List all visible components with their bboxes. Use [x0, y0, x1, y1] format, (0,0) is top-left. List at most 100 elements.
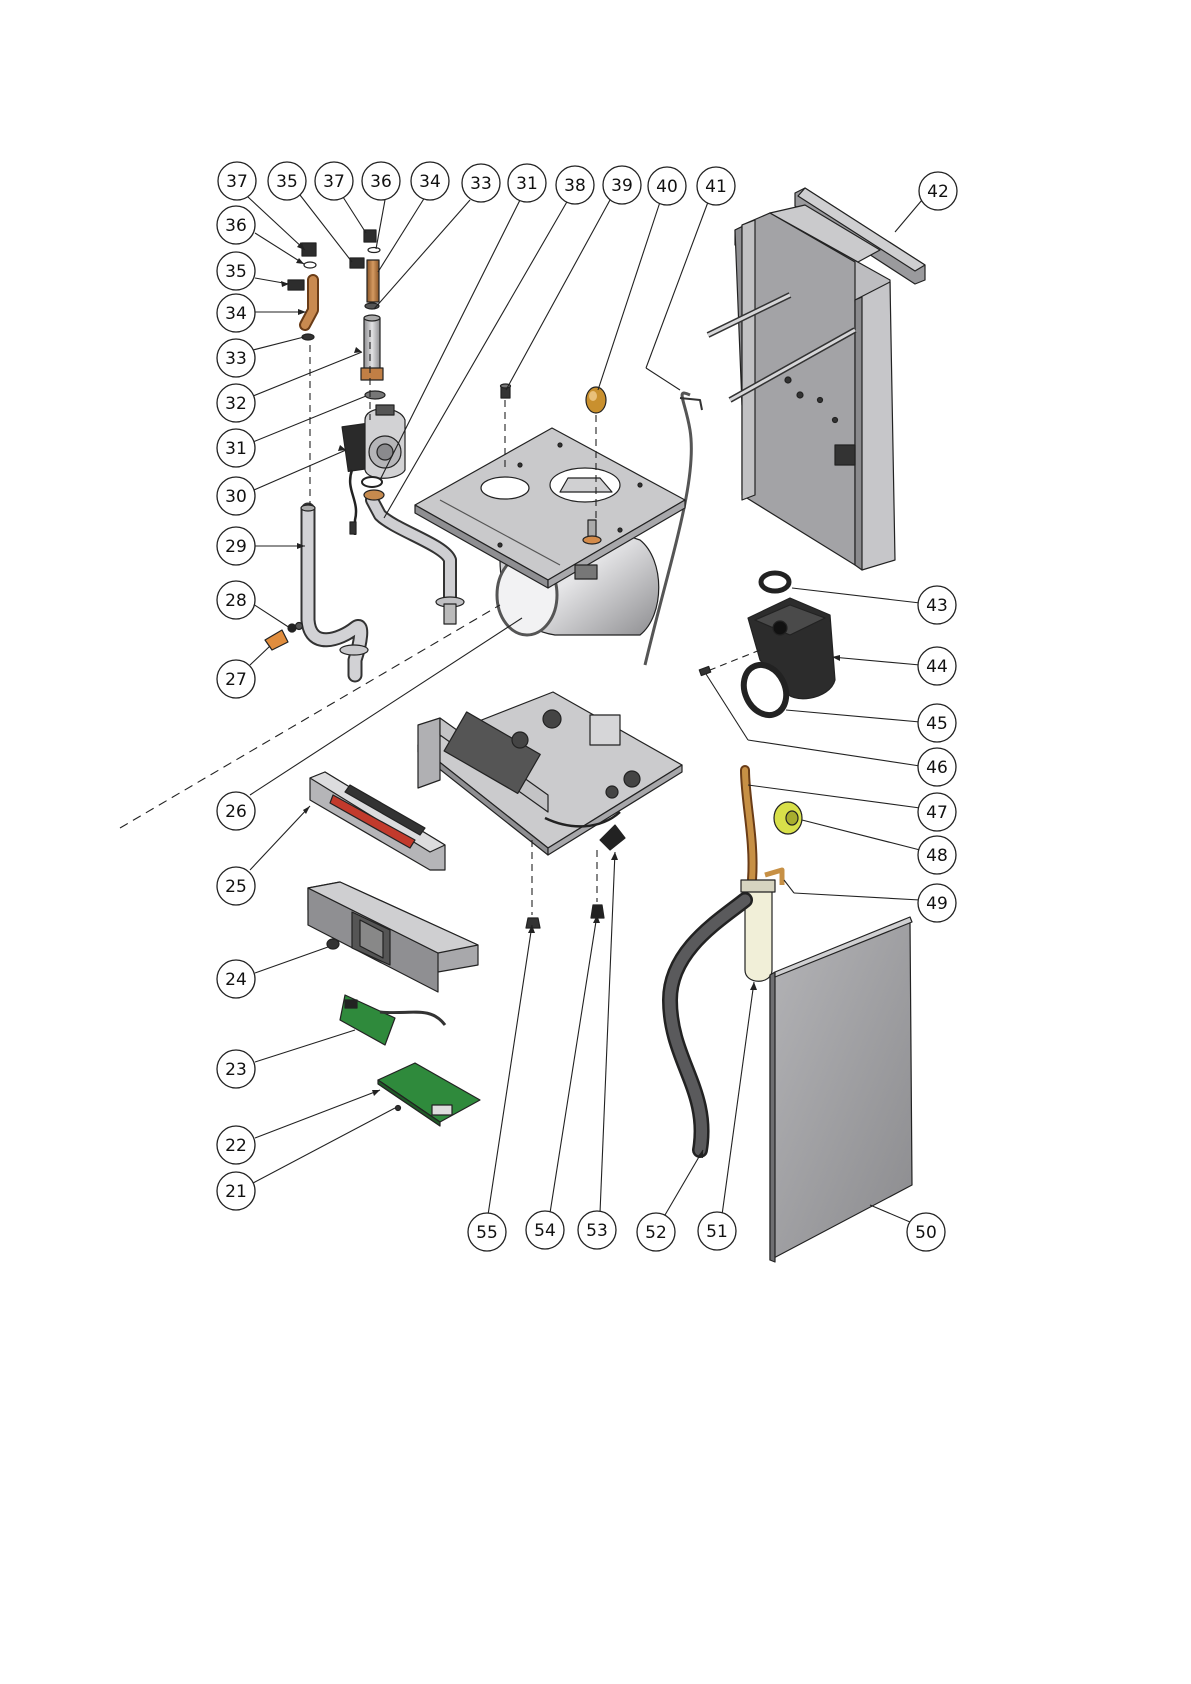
condensate-pipe-part-47 [745, 770, 753, 880]
callout-number: 46 [926, 758, 948, 778]
callout-number: 42 [927, 182, 949, 202]
callout-49: 49 [918, 884, 956, 922]
base-plate-part [418, 692, 682, 855]
callout-48: 48 [918, 836, 956, 874]
callout-40: 40 [648, 167, 686, 205]
callout-24: 24 [217, 960, 255, 998]
callout-number: 25 [225, 877, 247, 897]
callout-number: 36 [370, 172, 392, 192]
callout-28: 28 [217, 581, 255, 619]
fitting-stack-right [350, 230, 380, 309]
plug-part-39 [501, 384, 511, 398]
callout-number: 30 [225, 487, 247, 507]
callout-number: 37 [323, 172, 345, 192]
callout-36: 36 [217, 206, 255, 244]
callout-number: 32 [225, 394, 247, 414]
leader-27 [250, 646, 270, 665]
callout-37b: 37 [315, 162, 353, 200]
leader-40 [598, 202, 660, 390]
pump-pipe-part-32 [361, 315, 383, 380]
hose-part-52 [670, 900, 745, 1150]
gasket-part-31 [365, 391, 385, 399]
callout-43: 43 [918, 586, 956, 624]
leader-45 [786, 710, 920, 722]
leader-51 [722, 982, 754, 1215]
arrowhead [372, 1090, 380, 1096]
callout-29: 29 [217, 527, 255, 565]
callout-52: 52 [637, 1213, 675, 1251]
callout-number: 34 [225, 304, 247, 324]
fan-assembly-part-44 [699, 573, 835, 722]
fitting-stack-left [288, 243, 316, 340]
leader-23 [255, 1030, 355, 1062]
callout-number: 44 [926, 657, 948, 677]
plug-part-54 [591, 905, 604, 918]
trap-cap-part-48 [774, 802, 802, 834]
callout-number: 36 [225, 216, 247, 236]
callout-number: 43 [926, 596, 948, 616]
leader-42 [895, 200, 922, 232]
callout-number: 22 [225, 1136, 247, 1156]
callout-27: 27 [217, 660, 255, 698]
callout-44: 44 [918, 647, 956, 685]
callout-number: 51 [706, 1222, 728, 1242]
callout-32: 32 [217, 384, 255, 422]
callout-number: 48 [926, 846, 948, 866]
callout-39: 39 [603, 166, 641, 204]
leader-46 [748, 740, 920, 766]
callout-53: 53 [578, 1211, 616, 1249]
pcb-small-part-23 [340, 995, 445, 1045]
leader-32 [253, 352, 362, 396]
callout-number: 50 [915, 1223, 937, 1243]
leader-39 [506, 200, 610, 390]
callout-25: 25 [217, 867, 255, 905]
arrowhead [611, 852, 618, 860]
callout-34b: 34 [411, 162, 449, 200]
callout-33b: 33 [462, 164, 500, 202]
leader-31b [380, 200, 520, 480]
leader-54 [550, 915, 597, 1213]
callout-number: 35 [276, 172, 298, 192]
leader-36b [376, 200, 385, 249]
callout-22: 22 [217, 1126, 255, 1164]
callout-31b: 31 [508, 164, 546, 202]
leader-49 [794, 893, 920, 900]
side-panel-part-50 [770, 917, 912, 1262]
leader-33 [253, 337, 304, 350]
callout-number: 45 [926, 714, 948, 734]
back-frame-part-42 [708, 188, 925, 570]
callout-number: 39 [611, 176, 633, 196]
callout-number: 23 [225, 1060, 247, 1080]
callout-number: 34 [419, 172, 441, 192]
leader-37 [248, 197, 305, 250]
leader-28 [253, 604, 290, 628]
sight-glass-part-40 [586, 387, 606, 413]
callout-26: 26 [217, 792, 255, 830]
callout-45: 45 [918, 704, 956, 742]
callout-number: 33 [470, 174, 492, 194]
callout-number: 35 [225, 262, 247, 282]
callout-35: 35 [268, 162, 306, 200]
leader-22 [255, 1090, 380, 1138]
drain-valve-part-27 [265, 623, 303, 651]
callout-number: 52 [645, 1223, 667, 1243]
callout-number: 54 [534, 1221, 556, 1241]
leader-44 [832, 657, 920, 665]
callout-38: 38 [556, 166, 594, 204]
leader-50 [870, 1205, 910, 1222]
callout-50: 50 [907, 1213, 945, 1251]
condensate-trap-part-51 [741, 870, 782, 981]
arrowhead [354, 347, 362, 353]
callout-31: 31 [217, 429, 255, 467]
callout-23: 23 [217, 1050, 255, 1088]
leader-25 [250, 806, 310, 870]
cable-part-41 [645, 393, 691, 665]
callout-number: 24 [225, 970, 247, 990]
callout-number: 38 [564, 176, 586, 196]
callout-42: 42 [919, 172, 957, 210]
callout-33: 33 [217, 339, 255, 377]
leader-55 [488, 925, 532, 1215]
callout-34: 34 [217, 294, 255, 332]
callout-41: 41 [697, 167, 735, 205]
